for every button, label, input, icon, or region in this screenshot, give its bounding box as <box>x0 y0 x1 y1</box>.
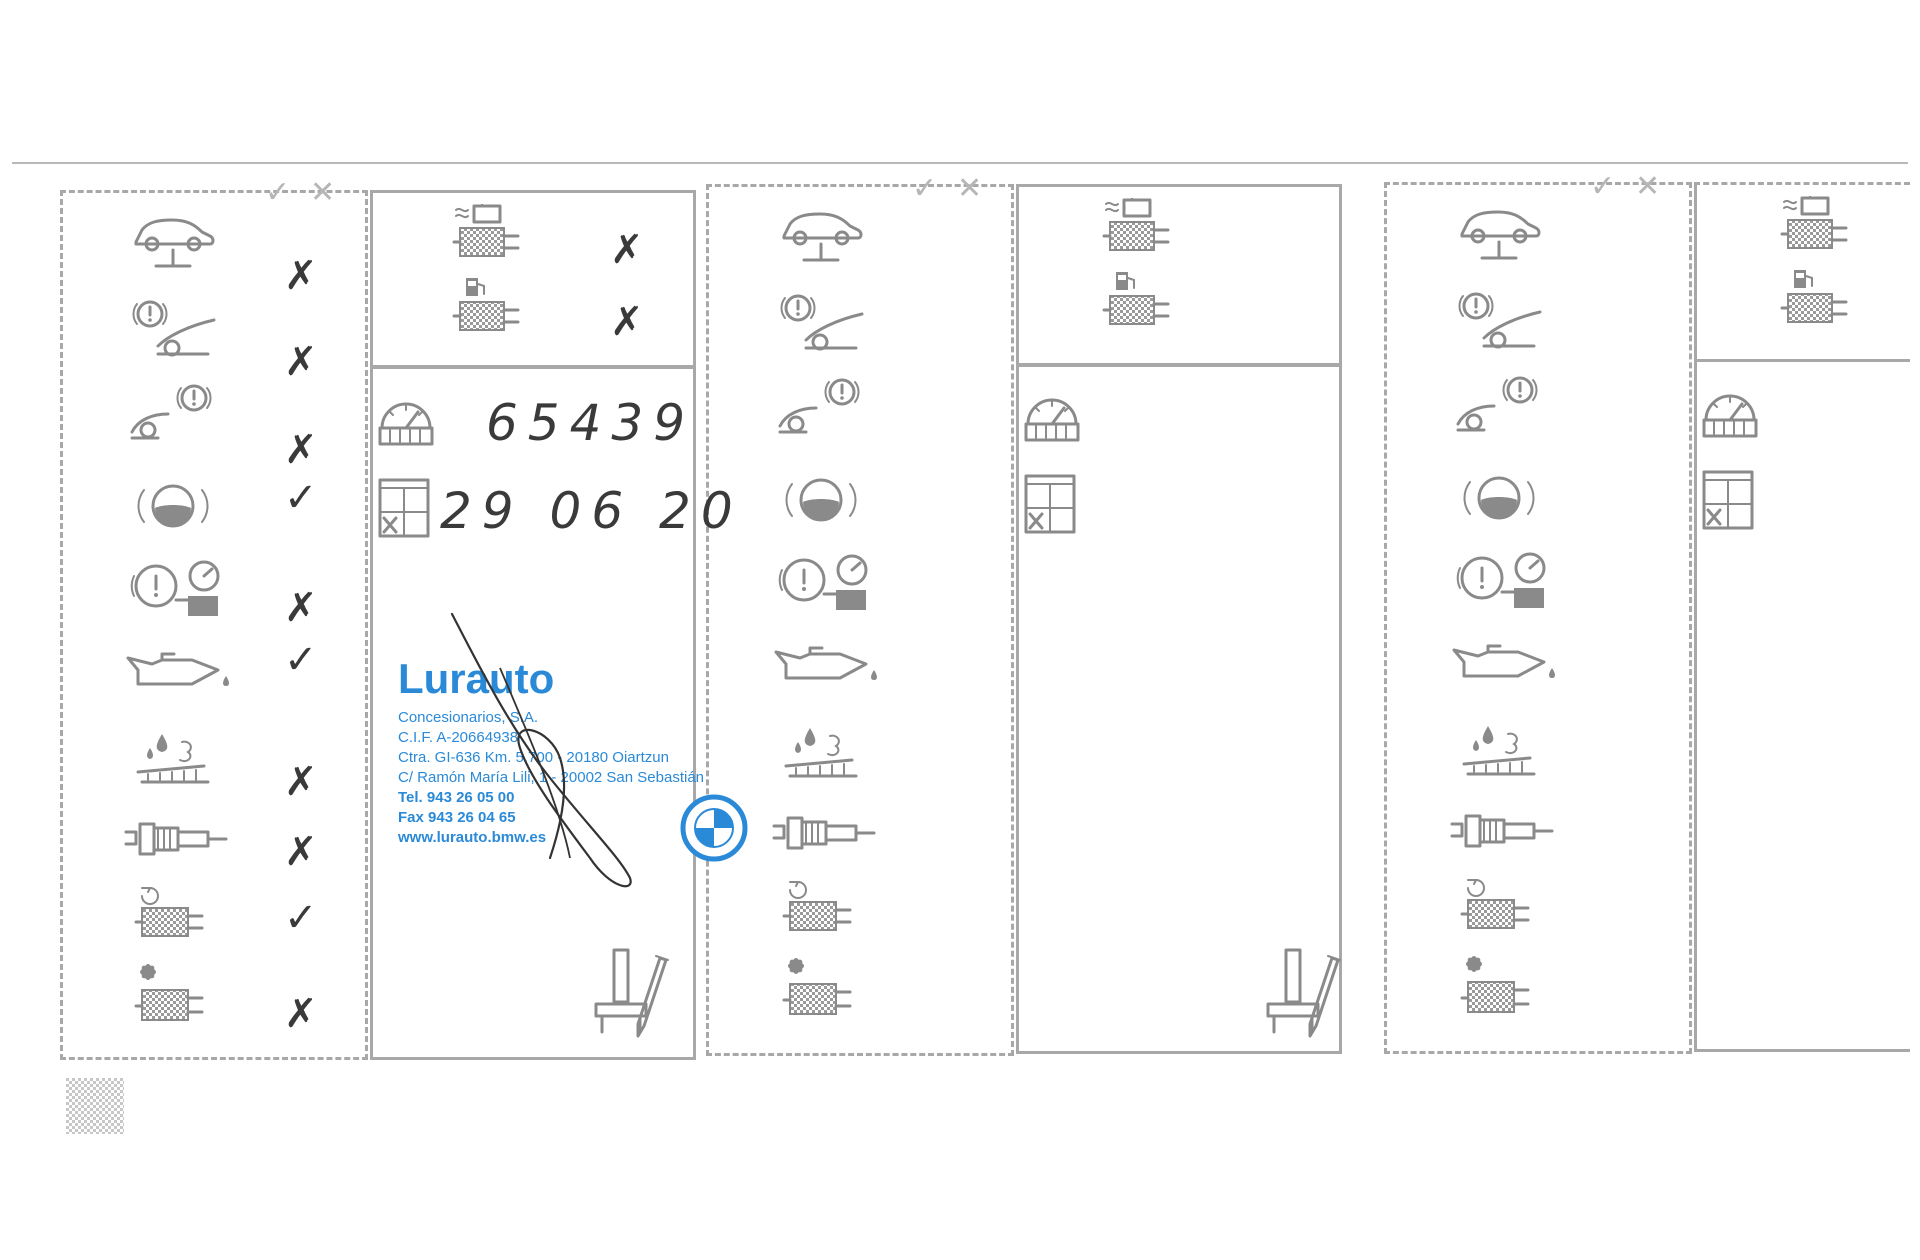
tire-pressure-icon <box>128 556 228 625</box>
panel-1-check-mark: ✗ <box>284 253 318 299</box>
page-top-rule <box>12 162 1908 164</box>
microfilter-icon <box>1454 874 1544 939</box>
dealer-stamp-line: Tel. 943 26 05 00 <box>398 789 515 806</box>
panel-2-fail-header: ✕ <box>957 172 983 205</box>
fuel-filter-icon <box>446 274 536 343</box>
spark-plug-icon <box>122 814 232 869</box>
fuel-filter-icon <box>1774 266 1864 335</box>
dealer-stamp-line: Concesionarios, S.A. <box>398 709 539 726</box>
car-lift-icon <box>128 212 218 277</box>
microfilter-icon <box>776 876 866 941</box>
calendar-icon <box>376 476 432 545</box>
service-date: 29 06 20 <box>440 482 743 540</box>
panel-2-icon-column <box>706 184 1014 1056</box>
odometer-icon <box>376 394 436 455</box>
spark-plug-icon <box>770 808 880 863</box>
tire-pressure-icon <box>776 550 876 619</box>
panel-1-check-mark: ✗ <box>284 585 318 631</box>
panel-3-fail-header: ✕ <box>1635 170 1661 203</box>
rear-brake-icon <box>128 380 218 449</box>
panel-1-check-mark: ✗ <box>284 991 318 1037</box>
panel-1-check-mark: ✗ <box>284 759 318 805</box>
dealer-name: Lurauto <box>398 655 555 702</box>
panel-1-check-mark: ✗ <box>284 829 318 875</box>
brake-fluid-icon <box>128 478 218 539</box>
bmw-logo: BMW <box>680 794 748 862</box>
tire-pressure-icon <box>1454 548 1554 617</box>
panel-1-check-mark: ✗ <box>284 339 318 385</box>
microfilter-icon <box>128 882 218 947</box>
odometer-reading: 65439 <box>486 394 696 452</box>
oil-can-icon <box>1448 640 1558 695</box>
panel-2-entry-box <box>1016 364 1342 1054</box>
coolant-icon <box>128 728 218 797</box>
brake-fluid-icon <box>776 472 866 533</box>
panel-1-ok-header: ✓ <box>265 176 291 209</box>
calendar-icon <box>1022 472 1078 541</box>
fan-filter-icon <box>1454 954 1544 1023</box>
signature <box>450 612 632 888</box>
scan-artifact <box>66 1078 124 1134</box>
panel-3-icon-column <box>1384 182 1692 1054</box>
panel-1-filter-mark: ✗ <box>610 227 644 273</box>
front-brake-icon <box>1454 288 1544 357</box>
dealer-stamp-line: Fax 943 26 04 65 <box>398 809 516 826</box>
car-lift-icon <box>1454 204 1544 269</box>
panel-1-check-mark: ✓ <box>284 895 318 941</box>
panel-3-entry-box <box>1694 360 1910 1052</box>
panel-1-check-mark: ✓ <box>284 637 318 683</box>
panel-1-check-mark: ✗ <box>284 427 318 473</box>
panel-3-filter-box <box>1694 182 1910 362</box>
workshop-pen-icon <box>592 946 672 1047</box>
engine-air-filter-icon <box>1096 195 1186 263</box>
brake-fluid-icon <box>1454 470 1544 531</box>
coolant-icon <box>776 722 866 791</box>
panel-2-ok-header: ✓ <box>912 172 938 205</box>
odometer-icon <box>1022 390 1082 451</box>
panel-1-check-mark: ✓ <box>284 475 318 521</box>
car-lift-icon <box>776 206 866 271</box>
bmw-logo-letters: BMW <box>704 800 724 809</box>
dealer-stamp-line: C.I.F. A-20664938 <box>398 729 519 746</box>
spark-plug-icon <box>1448 806 1558 861</box>
rear-brake-icon <box>1454 372 1544 441</box>
oil-can-icon <box>770 642 880 697</box>
panel-1-entry-box <box>370 366 696 1060</box>
dealer-stamp-line[interactable]: www.lurauto.bmw.es <box>398 829 547 846</box>
engine-air-filter-icon <box>1774 193 1864 261</box>
front-brake-icon <box>776 290 866 359</box>
rear-brake-icon <box>776 374 866 443</box>
oil-can-icon <box>122 648 232 703</box>
coolant-icon <box>1454 720 1544 789</box>
panel-1-icon-column <box>60 190 368 1060</box>
calendar-icon <box>1700 468 1756 537</box>
panel-1-fail-header: ✕ <box>310 176 336 209</box>
fan-filter-icon <box>128 962 218 1031</box>
engine-air-filter-icon <box>446 201 536 269</box>
panel-1-filter-mark: ✗ <box>610 299 644 345</box>
odometer-icon <box>1700 386 1760 447</box>
workshop-pen-icon <box>1264 946 1344 1047</box>
panel-3-ok-header: ✓ <box>1590 170 1616 203</box>
front-brake-icon <box>128 296 218 365</box>
fuel-filter-icon <box>1096 268 1186 337</box>
fan-filter-icon <box>776 956 866 1025</box>
